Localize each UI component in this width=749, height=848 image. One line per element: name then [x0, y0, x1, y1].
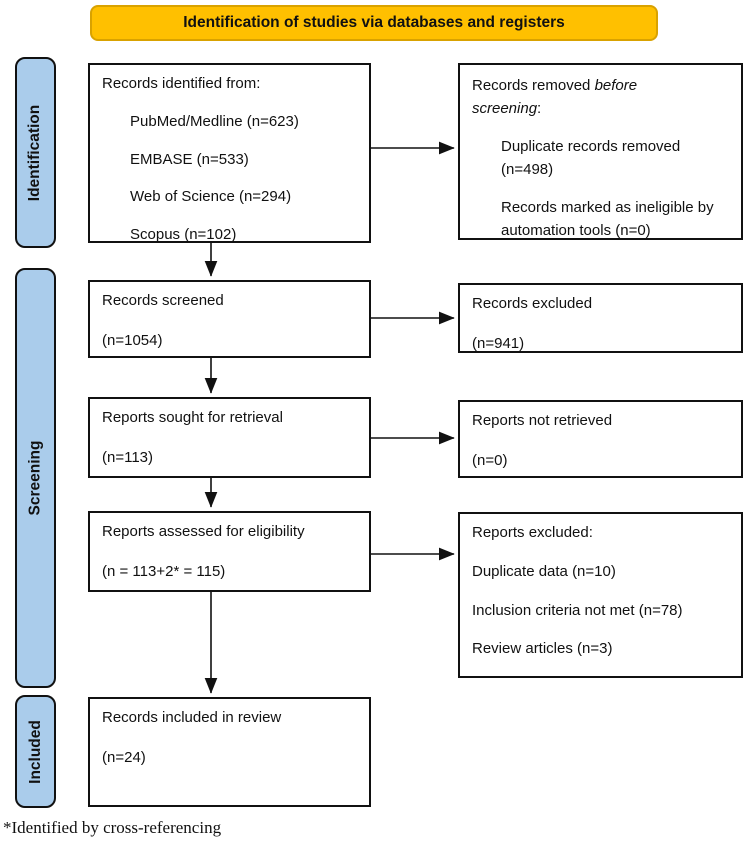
box-reports-assessed: Reports assessed for eligibility (n = 11…	[88, 511, 371, 592]
stage-included: Included	[15, 695, 56, 808]
records-screened-title: Records screened	[102, 292, 224, 309]
records-removed-title-suffix: :	[537, 99, 542, 117]
records-included-title: Records included in review	[102, 709, 282, 726]
box-records-screened: Records screened (n=1054)	[88, 280, 371, 358]
stage-screening: Screening	[15, 268, 56, 688]
records-screened-count: (n=1054)	[102, 331, 163, 349]
excluded-inclusion-criteria: Inclusion criteria not met (n=78)	[472, 601, 683, 619]
excluded-duplicate-data: Duplicate data (n=10)	[472, 562, 616, 580]
box-records-removed: Records removed before screening: Duplic…	[458, 63, 743, 240]
records-excluded-count: (n=941)	[472, 334, 525, 352]
removed-automation: Records marked as ineligible by automati…	[501, 199, 714, 239]
reports-assessed-count: (n = 113+2* = 115)	[102, 562, 226, 580]
footnote: *Identified by cross-referencing	[3, 818, 222, 837]
source-embase: EMBASE (n=533)	[130, 150, 249, 168]
box-records-identified: Records identified from: PubMed/Medline …	[88, 63, 371, 243]
box-reports-not-retrieved: Reports not retrieved (n=0)	[458, 400, 743, 478]
records-removed-title-italic: before screening	[472, 77, 638, 117]
stage-identification-label: Identification	[26, 104, 44, 201]
removed-duplicates: Duplicate records removed (n=498)	[501, 138, 681, 178]
reports-sought-count: (n=113)	[102, 448, 154, 466]
banner-title-label: Identification of studies via databases …	[183, 14, 565, 31]
records-removed-title-prefix: Records removed	[472, 77, 595, 94]
stage-included-label: Included	[26, 719, 44, 784]
source-web-of-science: Web of Science (n=294)	[130, 188, 292, 206]
source-pubmed: PubMed/Medline (n=623)	[130, 112, 299, 130]
box-reports-excluded: Reports excluded: Duplicate data (n=10) …	[458, 512, 743, 678]
stage-identification: Identification	[15, 57, 56, 248]
box-records-included: Records included in review (n=24)	[88, 697, 371, 807]
reports-not-retrieved-count: (n=0)	[472, 451, 508, 469]
reports-excluded-title: Reports excluded:	[472, 524, 593, 541]
reports-assessed-title: Reports assessed for eligibility	[102, 523, 305, 540]
box-records-excluded: Records excluded (n=941)	[458, 283, 743, 353]
reports-sought-title: Reports sought for retrieval	[102, 409, 283, 426]
records-included-count: (n=24)	[102, 748, 146, 766]
records-excluded-title: Records excluded	[472, 295, 593, 312]
records-identified-title: Records identified from:	[102, 75, 261, 92]
source-scopus: Scopus (n=102)	[130, 226, 237, 243]
records-removed-title: Records removed before screening:	[472, 75, 678, 120]
banner-title: Identification of studies via databases …	[90, 5, 658, 41]
stage-screening-label: Screening	[26, 440, 44, 516]
reports-not-retrieved-title: Reports not retrieved	[472, 412, 613, 429]
excluded-review-articles: Review articles (n=3)	[472, 640, 613, 658]
box-reports-sought: Reports sought for retrieval (n=113)	[88, 397, 371, 478]
